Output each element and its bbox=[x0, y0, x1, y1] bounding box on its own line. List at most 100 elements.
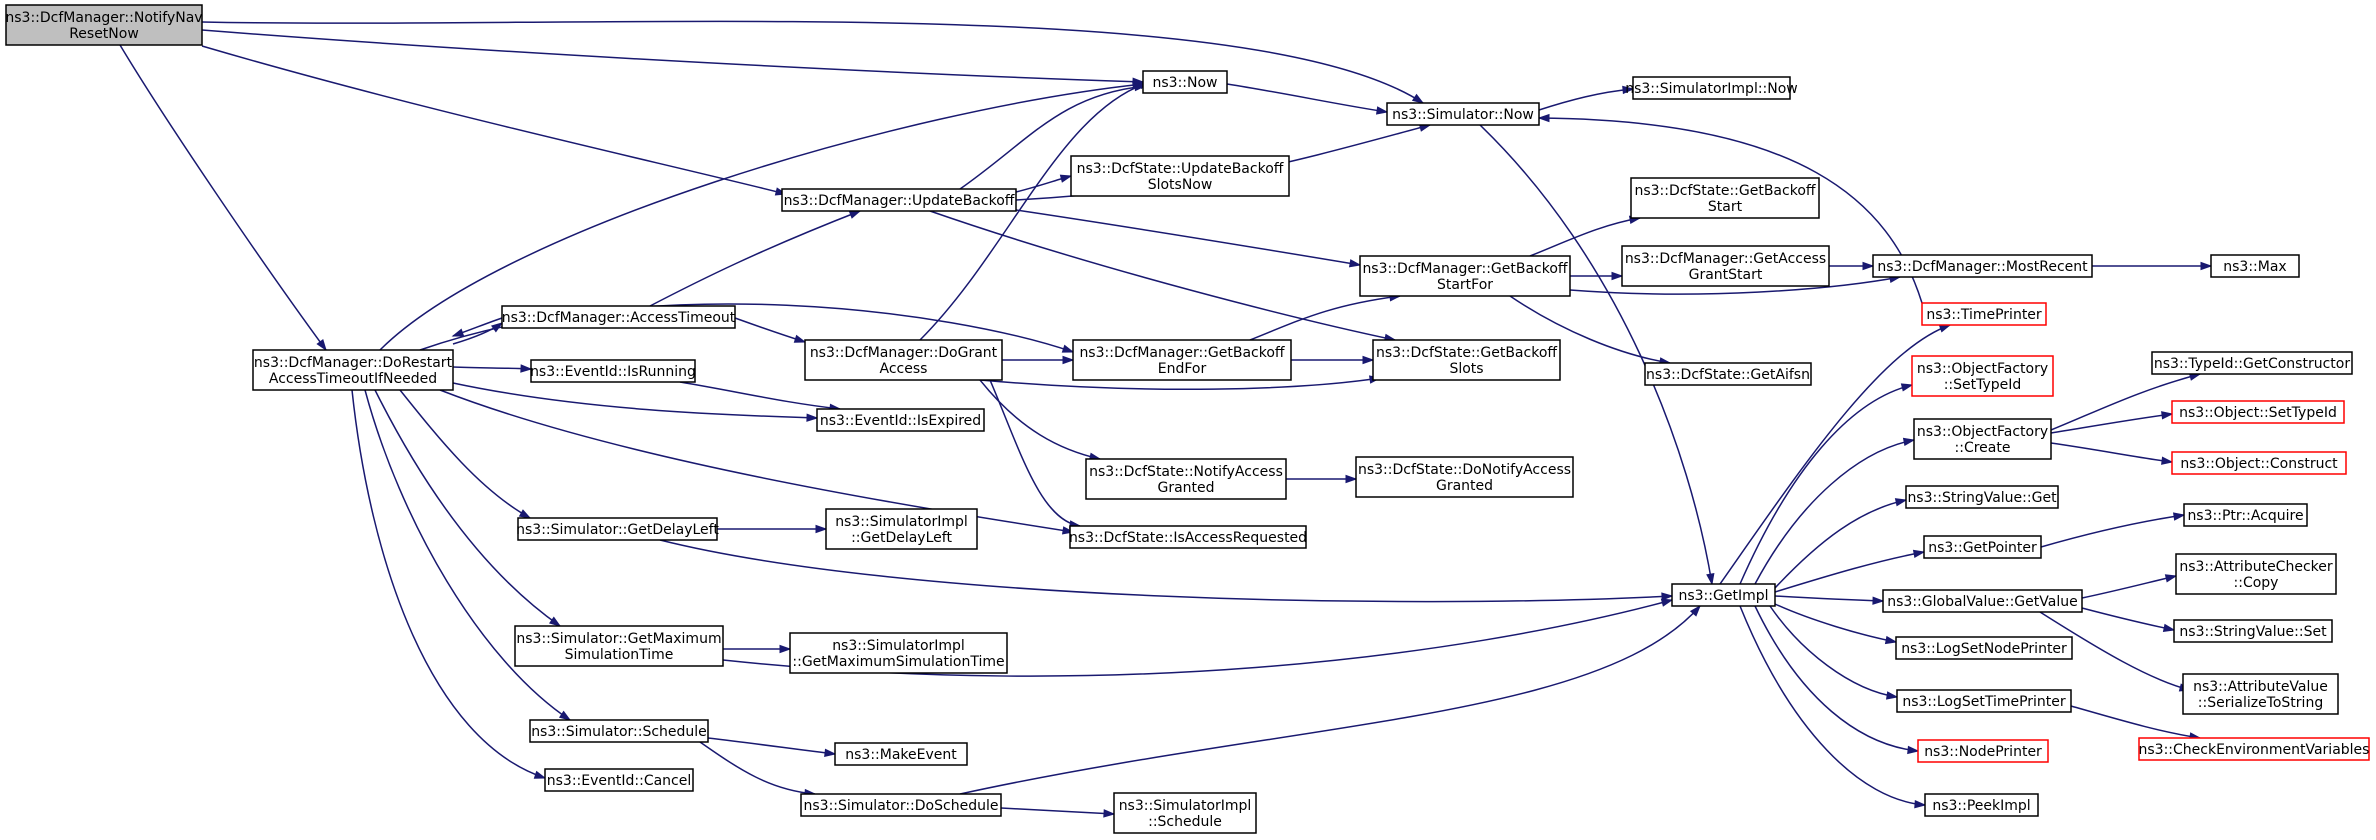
node-objectConstruct[interactable]: ns3::Object::Construct bbox=[2171, 451, 2347, 475]
node-box[interactable] bbox=[1644, 362, 1812, 386]
node-implGetMaxSimTime[interactable]: ns3::SimulatorImpl::GetMaximumSimulation… bbox=[789, 632, 1008, 674]
node-box[interactable] bbox=[1085, 458, 1287, 500]
node-box[interactable] bbox=[1671, 583, 1776, 607]
node-box[interactable] bbox=[781, 188, 1017, 212]
node-updateBackoff[interactable]: ns3::DcfManager::UpdateBackoff bbox=[781, 188, 1017, 212]
node-box[interactable] bbox=[544, 768, 694, 792]
node-box[interactable] bbox=[816, 408, 985, 432]
node-makeEvent[interactable]: ns3::MakeEvent bbox=[834, 742, 968, 766]
node-box[interactable] bbox=[1905, 485, 2059, 509]
node-box[interactable] bbox=[1917, 739, 2049, 763]
node-objFactoryCreate[interactable]: ns3::ObjectFactory::Create bbox=[1913, 418, 2052, 460]
node-getMaxSimTime[interactable]: ns3::Simulator::GetMaximumSimulationTime bbox=[514, 625, 724, 667]
node-getImpl[interactable]: ns3::GetImpl bbox=[1671, 583, 1776, 607]
node-box[interactable] bbox=[1872, 254, 2093, 278]
node-checkEnvVars[interactable]: ns3::CheckEnvironmentVariables bbox=[2138, 737, 2370, 761]
node-box[interactable] bbox=[2171, 400, 2345, 424]
node-timePrinter[interactable]: ns3::TimePrinter bbox=[1921, 302, 2047, 326]
node-box[interactable] bbox=[2138, 737, 2370, 761]
node-box[interactable] bbox=[1921, 302, 2047, 326]
node-accessTimeout[interactable]: ns3::DcfManager::AccessTimeout bbox=[501, 305, 736, 329]
node-typeIdGetConstructor[interactable]: ns3::TypeId::GetConstructor bbox=[2151, 351, 2353, 375]
node-box[interactable] bbox=[1913, 418, 2052, 460]
node-attrValueSerialize[interactable]: ns3::AttributeValue::SerializeToString bbox=[2182, 673, 2339, 715]
node-implSchedule[interactable]: ns3::SimulatorImpl::Schedule bbox=[1113, 792, 1257, 834]
node-mostRecent[interactable]: ns3::DcfManager::MostRecent bbox=[1872, 254, 2093, 278]
node-ptrAcquire[interactable]: ns3::Ptr::Acquire bbox=[2183, 503, 2308, 527]
node-implGetDelayLeft[interactable]: ns3::SimulatorImpl::GetDelayLeft bbox=[825, 508, 978, 550]
node-box[interactable] bbox=[1621, 245, 1830, 287]
node-box[interactable] bbox=[1070, 155, 1290, 197]
node-peekImpl[interactable]: ns3::PeekImpl bbox=[1924, 793, 2039, 817]
node-box[interactable] bbox=[252, 349, 454, 391]
node-box[interactable] bbox=[530, 359, 696, 383]
node-objFactorySetTypeId[interactable]: ns3::ObjectFactory::SetTypeId bbox=[1911, 355, 2054, 397]
node-box[interactable] bbox=[5, 4, 203, 46]
node-box[interactable] bbox=[517, 517, 718, 541]
node-box[interactable] bbox=[804, 339, 1003, 381]
node-getPointer[interactable]: ns3::GetPointer bbox=[1923, 535, 2042, 559]
node-nodePrinter[interactable]: ns3::NodePrinter bbox=[1917, 739, 2049, 763]
node-getAifsn[interactable]: ns3::DcfState::GetAifsn bbox=[1644, 362, 1812, 386]
node-logSetNodePrinter[interactable]: ns3::LogSetNodePrinter bbox=[1895, 636, 2073, 660]
node-box[interactable] bbox=[514, 625, 724, 667]
node-doSchedule[interactable]: ns3::Simulator::DoSchedule bbox=[800, 793, 1002, 817]
node-box[interactable] bbox=[501, 305, 736, 329]
node-box[interactable] bbox=[1630, 177, 1820, 219]
node-globalValueGetValue[interactable]: ns3::GlobalValue::GetValue bbox=[1882, 589, 2083, 613]
node-box[interactable] bbox=[1632, 76, 1791, 100]
node-stringValueGet[interactable]: ns3::StringValue::Get bbox=[1905, 485, 2059, 509]
node-now[interactable]: ns3::Now bbox=[1142, 70, 1228, 94]
node-simImplNow[interactable]: ns3::SimulatorImpl::Now bbox=[1625, 76, 1798, 100]
node-box[interactable] bbox=[825, 508, 978, 550]
node-box[interactable] bbox=[834, 742, 968, 766]
node-box[interactable] bbox=[1072, 339, 1292, 381]
node-max[interactable]: ns3::Max bbox=[2210, 254, 2300, 278]
node-doRestart[interactable]: ns3::DcfManager::DoRestartAccessTimeoutI… bbox=[252, 349, 454, 391]
node-box[interactable] bbox=[1372, 339, 1561, 381]
node-box[interactable] bbox=[2171, 451, 2347, 475]
node-box[interactable] bbox=[789, 632, 1008, 674]
node-getDelayLeft[interactable]: ns3::Simulator::GetDelayLeft bbox=[516, 517, 719, 541]
node-box[interactable] bbox=[1923, 535, 2042, 559]
node-box[interactable] bbox=[529, 719, 709, 743]
node-box[interactable] bbox=[2182, 673, 2339, 715]
node-box[interactable] bbox=[2183, 503, 2308, 527]
node-attrCheckerCopy[interactable]: ns3::AttributeChecker::Copy bbox=[2175, 553, 2337, 595]
node-box[interactable] bbox=[1355, 456, 1574, 498]
node-box[interactable] bbox=[1896, 689, 2072, 713]
node-box[interactable] bbox=[1069, 525, 1307, 549]
node-box[interactable] bbox=[2173, 619, 2333, 643]
node-box[interactable] bbox=[1882, 589, 2083, 613]
node-isRunning[interactable]: ns3::EventId::IsRunning bbox=[530, 359, 696, 383]
node-box[interactable] bbox=[1386, 102, 1540, 126]
node-box[interactable] bbox=[1359, 255, 1571, 297]
node-stringValueSet[interactable]: ns3::StringValue::Set bbox=[2173, 619, 2333, 643]
node-cancel[interactable]: ns3::EventId::Cancel bbox=[544, 768, 694, 792]
node-box[interactable] bbox=[1895, 636, 2073, 660]
node-box[interactable] bbox=[2175, 553, 2337, 595]
node-box[interactable] bbox=[2151, 351, 2353, 375]
node-box[interactable] bbox=[1924, 793, 2039, 817]
node-box[interactable] bbox=[1142, 70, 1228, 94]
node-box[interactable] bbox=[1911, 355, 2054, 397]
node-logSetTimePrinter[interactable]: ns3::LogSetTimePrinter bbox=[1896, 689, 2072, 713]
node-simNow[interactable]: ns3::Simulator::Now bbox=[1386, 102, 1540, 126]
node-box[interactable] bbox=[800, 793, 1002, 817]
node-box[interactable] bbox=[2210, 254, 2300, 278]
node-objectSetTypeId[interactable]: ns3::Object::SetTypeId bbox=[2171, 400, 2345, 424]
node-isAccessRequested[interactable]: ns3::DcfState::IsAccessRequested bbox=[1069, 525, 1307, 549]
node-box[interactable] bbox=[1113, 792, 1257, 834]
node-isExpired[interactable]: ns3::EventId::IsExpired bbox=[816, 408, 985, 432]
node-schedule[interactable]: ns3::Simulator::Schedule bbox=[529, 719, 709, 743]
